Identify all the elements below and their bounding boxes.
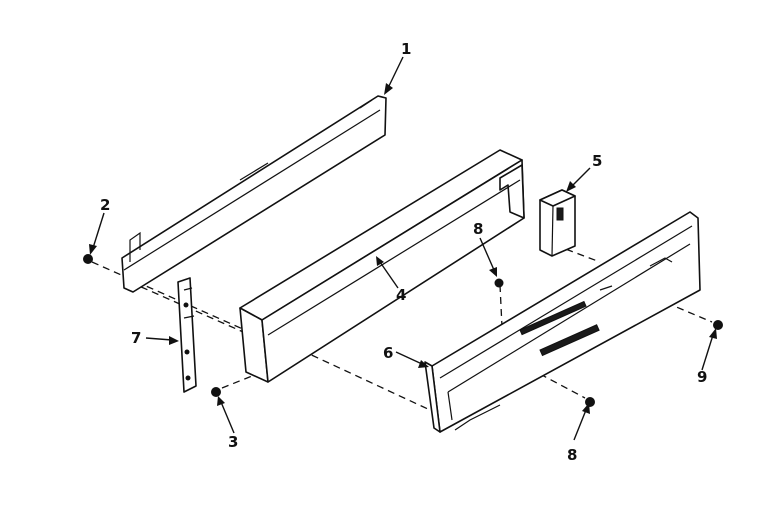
callout-2: 2 <box>100 196 110 214</box>
leader-lines <box>89 56 717 441</box>
callout-6: 6 <box>383 344 393 362</box>
screws <box>83 254 723 407</box>
side-bracket-part-7 <box>177 277 197 393</box>
callout-labels: 1 2 3 4 5 6 7 8 8 9 <box>100 40 707 464</box>
screw-3 <box>211 387 221 397</box>
callout-8-upper: 8 <box>473 220 483 238</box>
screw-2 <box>83 254 93 264</box>
callout-1: 1 <box>401 40 411 58</box>
screw-8-lower <box>585 397 595 407</box>
front-control-panel-part-6 <box>424 211 701 433</box>
top-trim-channel-part-4 <box>239 149 525 383</box>
rear-panel-part-1 <box>121 95 387 293</box>
callout-4: 4 <box>396 286 406 304</box>
callout-3: 3 <box>228 433 238 451</box>
callout-5: 5 <box>592 152 602 170</box>
module-block-part-5 <box>539 189 576 257</box>
screw-9 <box>713 320 723 330</box>
screw-8-upper <box>494 278 504 288</box>
callout-7: 7 <box>131 329 141 347</box>
callout-9: 9 <box>697 368 707 386</box>
callout-8-lower: 8 <box>567 446 577 464</box>
